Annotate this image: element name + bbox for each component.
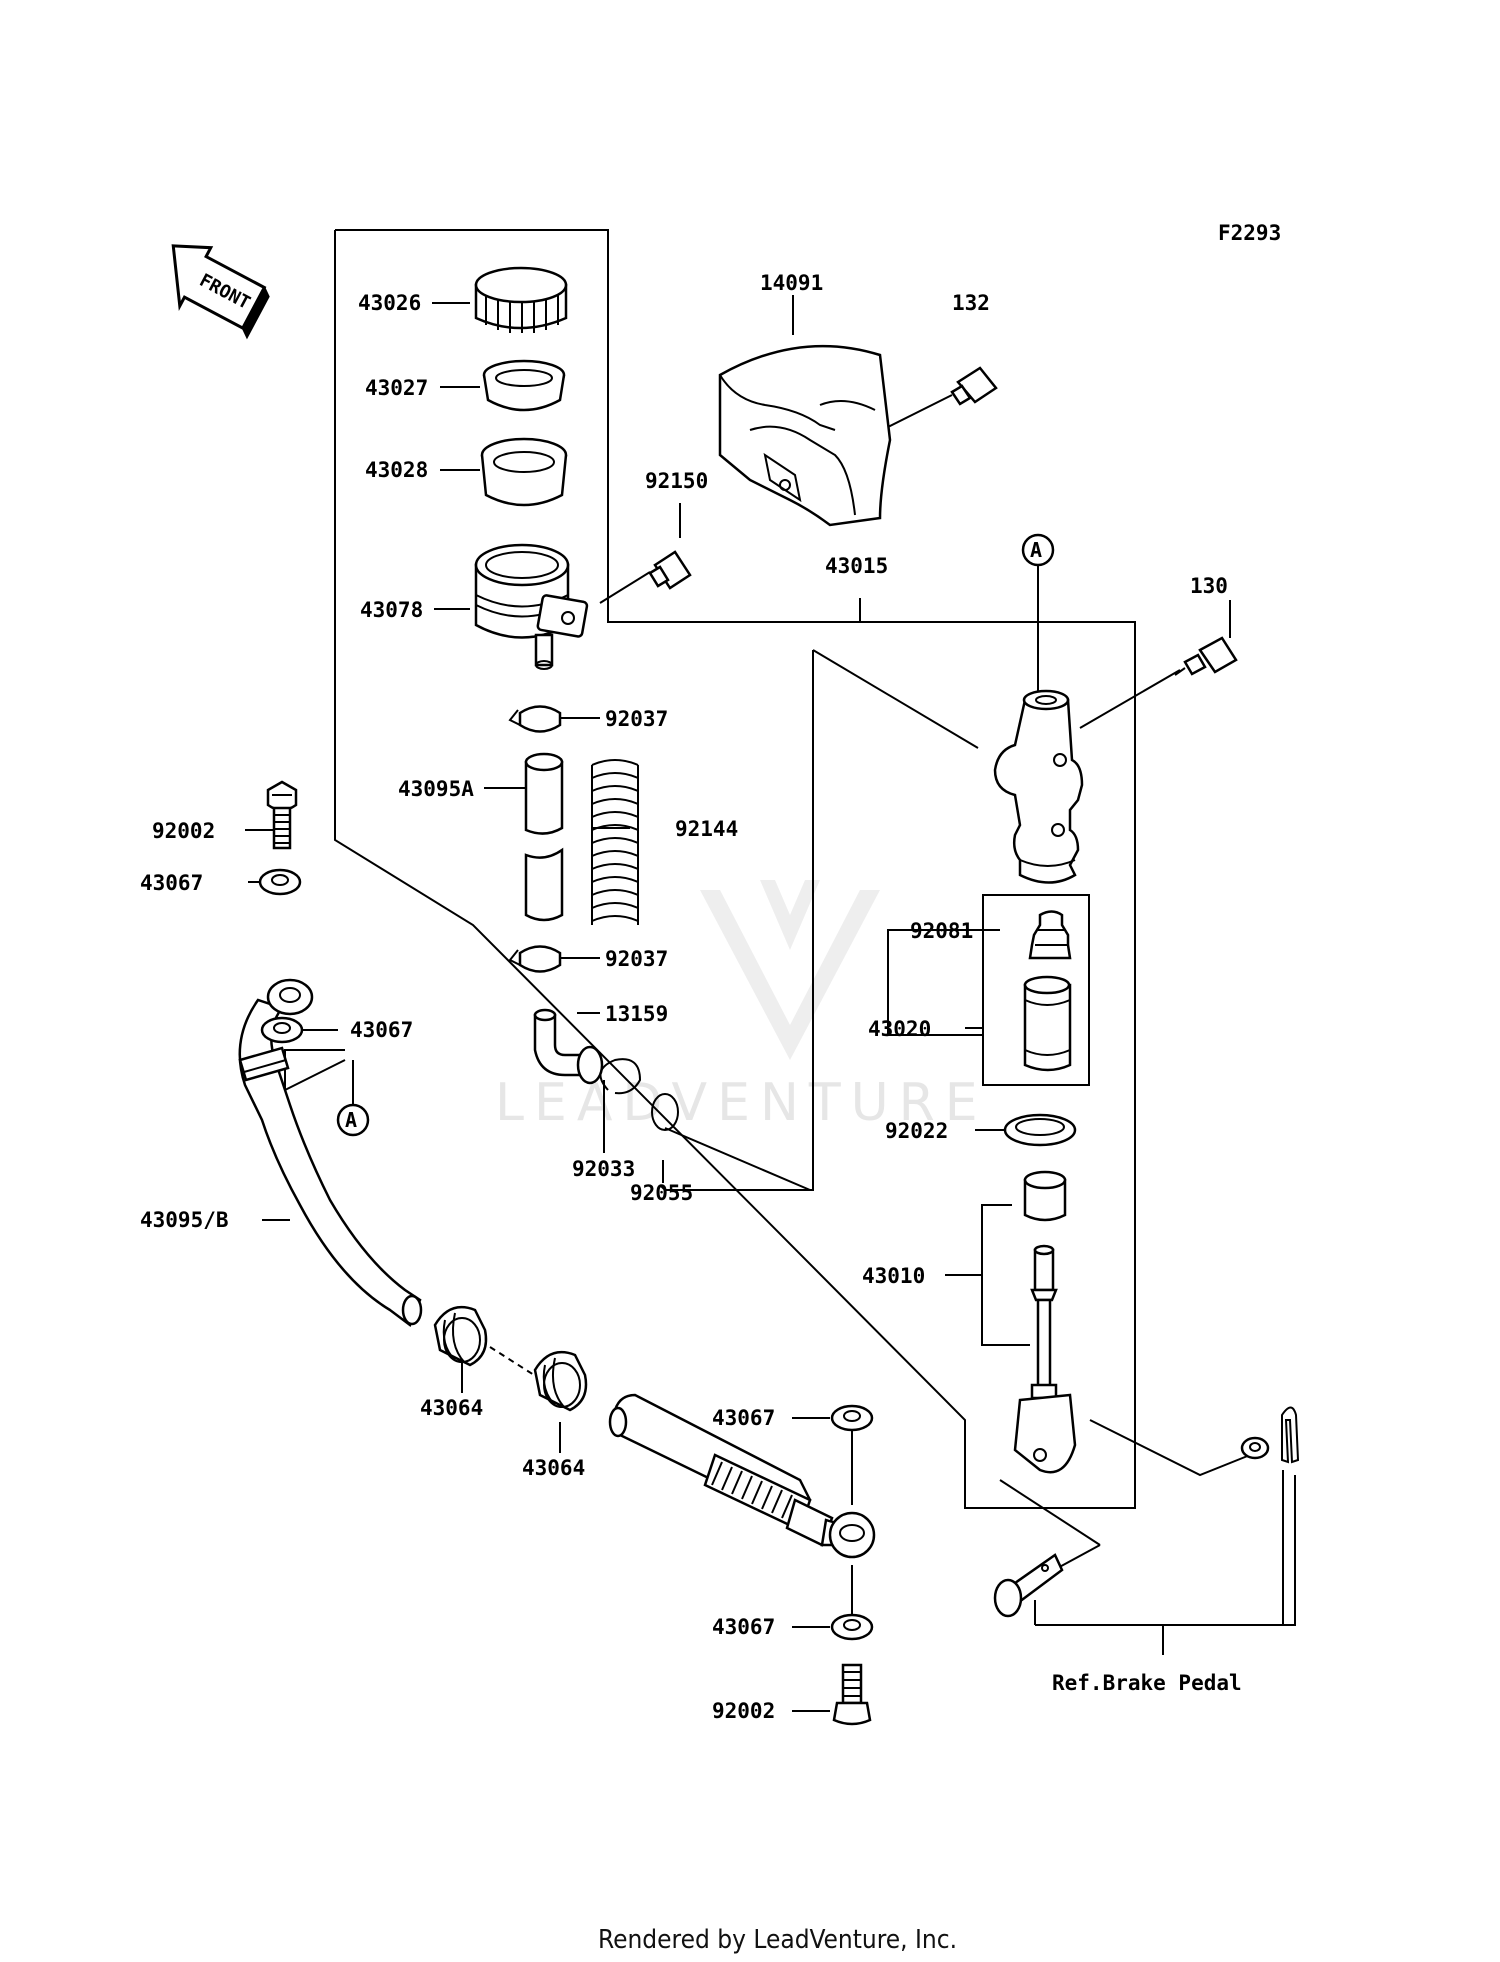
washer-pedal (1240, 1436, 1270, 1460)
frame-lines (245, 229, 1296, 1712)
figure-code: F2293 (1218, 221, 1281, 245)
watermark: LEADVENTURE (495, 880, 988, 1133)
label-43095b[interactable]: 43095/B (140, 1208, 229, 1232)
label-43067-b[interactable]: 43067 (350, 1018, 413, 1042)
label-43078[interactable]: 43078 (360, 598, 423, 622)
elbow-13159 (533, 1008, 604, 1085)
callout-a-top-text: A (1030, 538, 1042, 562)
push-rod-43010 (1013, 1170, 1077, 1474)
callout-a-bottom: A (336, 1103, 370, 1137)
banjo-bolt-92002-bottom (832, 1663, 872, 1726)
watermark-text: LEADVENTURE (495, 1073, 988, 1133)
callout-a-bottom-text: A (345, 1108, 357, 1132)
brake-hose-43095b (238, 978, 423, 1327)
bolt-132 (950, 366, 998, 406)
diaphragm-plate-43027 (482, 359, 566, 412)
circlip-92022 (1003, 1113, 1077, 1147)
label-92002-bottom[interactable]: 92002 (712, 1699, 775, 1723)
label-43095a[interactable]: 43095A (398, 777, 474, 801)
label-43026[interactable]: 43026 (358, 291, 421, 315)
label-130[interactable]: 130 (1190, 574, 1228, 598)
bolt-92150 (599, 550, 692, 604)
label-43027[interactable]: 43027 (365, 376, 428, 400)
label-14091[interactable]: 14091 (760, 271, 823, 295)
o-ring-92055 (651, 1093, 679, 1131)
washer-43067-b (260, 1016, 304, 1044)
label-43028[interactable]: 43028 (365, 458, 428, 482)
label-43020[interactable]: 43020 (868, 1017, 931, 1041)
label-43067-a[interactable]: 43067 (140, 871, 203, 895)
label-92055[interactable]: 92055 (630, 1181, 693, 1205)
clevis-pin (993, 1553, 1064, 1618)
reservoir-43078 (474, 543, 589, 670)
hose-43095a (524, 752, 564, 922)
washer-43067-d (830, 1613, 874, 1641)
label-92002-top[interactable]: 92002 (152, 819, 215, 843)
label-43064-b[interactable]: 43064 (522, 1456, 585, 1480)
spring-92144 (591, 759, 639, 925)
grommet-43064-b (533, 1350, 588, 1412)
reservoir-cap-43026 (474, 266, 568, 333)
washer-43067-a (258, 868, 302, 896)
washer-43067-c (830, 1404, 874, 1432)
label-92037-bottom[interactable]: 92037 (605, 947, 668, 971)
callout-a-top: A (1021, 533, 1055, 567)
label-43067-d[interactable]: 43067 (712, 1615, 775, 1639)
brake-hose-lower (608, 1393, 876, 1559)
circlip-92033 (599, 1058, 642, 1095)
banjo-bolt-92002-top (266, 780, 298, 850)
front-arrow-icon: FRONT (171, 244, 270, 340)
label-92037-top[interactable]: 92037 (605, 707, 668, 731)
piston-43020 (1023, 975, 1072, 1072)
hose-clamp-92037-top (508, 705, 562, 733)
hose-clamp-92037-bottom (508, 945, 562, 973)
label-92081[interactable]: 92081 (910, 919, 973, 943)
label-92033[interactable]: 92033 (572, 1157, 635, 1181)
diaphragm-43028 (480, 437, 568, 507)
label-92150[interactable]: 92150 (645, 469, 708, 493)
master-cylinder-body (993, 689, 1084, 884)
label-43015[interactable]: 43015 (825, 554, 888, 578)
bolt-130 (1174, 636, 1238, 676)
label-43064-a[interactable]: 43064 (420, 1396, 483, 1420)
label-92022[interactable]: 92022 (885, 1119, 948, 1143)
label-132[interactable]: 132 (952, 291, 990, 315)
cover-14091 (718, 344, 892, 527)
grommet-43064-a (433, 1305, 488, 1367)
label-13159[interactable]: 13159 (605, 1002, 668, 1026)
cotter-pin (1281, 1406, 1300, 1464)
label-43010[interactable]: 43010 (862, 1264, 925, 1288)
label-92144[interactable]: 92144 (675, 817, 738, 841)
boot-92081 (1028, 910, 1072, 960)
label-ref-brake-pedal: Ref.Brake Pedal (1052, 1671, 1242, 1695)
footer-credit: Rendered by LeadVenture, Inc. (598, 1925, 957, 1955)
label-43067-c[interactable]: 43067 (712, 1406, 775, 1430)
